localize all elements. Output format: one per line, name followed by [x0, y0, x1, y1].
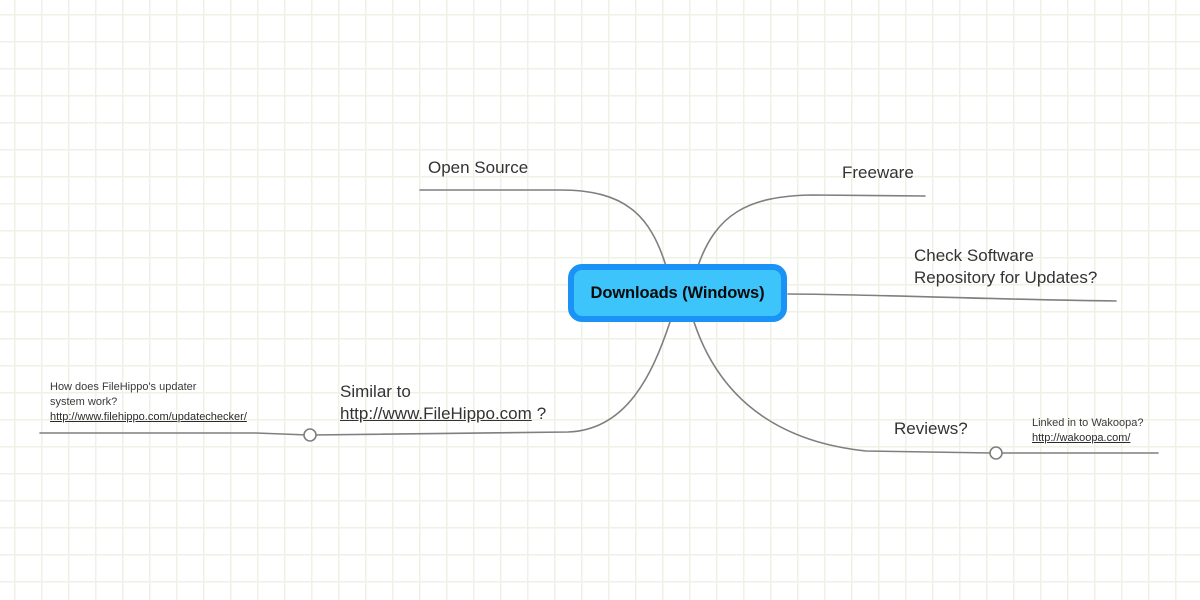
node-open-source-label: Open Source	[428, 158, 529, 177]
node-freeware-label: Freeware	[842, 163, 914, 182]
central-node-label: Downloads (Windows)	[590, 283, 765, 302]
node-wakoopa[interactable]: Linked in to Wakoopa? http://wakoopa.com…	[1032, 416, 1144, 446]
node-similar-to-suffix: ?	[536, 403, 547, 423]
branch-line-similar-to	[311, 321, 671, 436]
branch-line-check-repository	[787, 293, 1117, 302]
connector-circle-filehippo[interactable]	[303, 428, 317, 442]
node-similar-to[interactable]: Similar to http://www.FileHippo.com?	[340, 381, 546, 425]
branch-line-reviews	[693, 321, 993, 454]
node-freeware[interactable]: Freeware	[842, 162, 914, 184]
link-filehippo-home[interactable]: http://www.FileHippo.com	[340, 403, 532, 423]
node-filehippo-updater[interactable]: How does FileHippo's updater system work…	[50, 380, 247, 425]
node-reviews-label: Reviews?	[894, 419, 968, 438]
node-wakoopa-line1: Linked in to Wakoopa?	[1032, 417, 1144, 429]
node-similar-to-line2: http://www.FileHippo.com?	[340, 403, 546, 425]
branch-line-open-source	[419, 189, 667, 267]
node-check-repository-line1: Check Software	[914, 246, 1034, 265]
link-wakoopa[interactable]: http://wakoopa.com/	[1032, 431, 1131, 444]
node-filehippo-updater-line1: How does FileHippo's updater	[50, 381, 197, 393]
node-reviews[interactable]: Reviews?	[894, 418, 968, 440]
central-node[interactable]: Downloads (Windows)	[568, 264, 787, 322]
connector-circle-wakoopa[interactable]	[989, 446, 1003, 460]
branch-line-filehippo-updater	[39, 432, 309, 436]
node-filehippo-updater-line2: system work?	[50, 395, 118, 408]
node-similar-to-line1: Similar to	[340, 382, 411, 401]
branch-line-freeware	[697, 194, 926, 267]
link-filehippo-updatechecker[interactable]: http://www.filehippo.com/updatechecker/	[50, 410, 247, 423]
node-check-repository-line2: Repository for Updates?	[914, 267, 1098, 287]
node-check-repository[interactable]: Check Software Repository for Updates?	[914, 245, 1097, 289]
node-open-source[interactable]: Open Source	[428, 157, 528, 179]
